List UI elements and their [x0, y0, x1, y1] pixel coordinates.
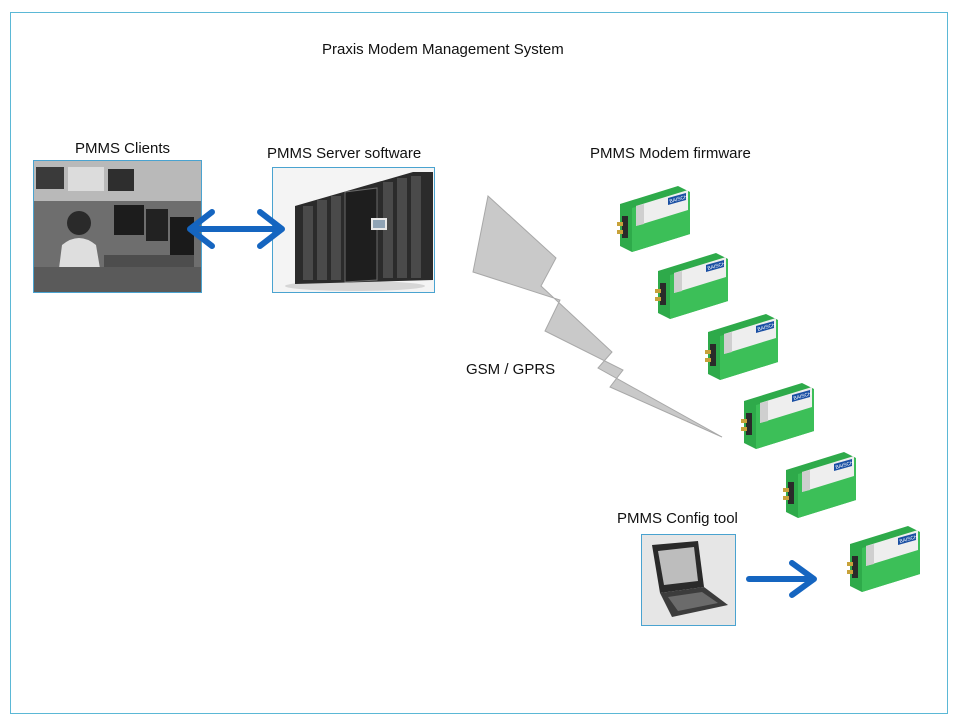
- network-label: GSM / GPRS: [466, 361, 556, 378]
- lightning-bolt-icon: [472, 195, 723, 438]
- laptop-image: [641, 534, 736, 626]
- modem-device-3: [705, 314, 778, 380]
- modem-device-6: [847, 526, 920, 592]
- control-room-image: [33, 160, 202, 293]
- firmware-label: PMMS Modem firmware: [590, 145, 751, 162]
- double-arrow-icon: [187, 209, 285, 249]
- diagram-title: Praxis Modem Management System: [322, 41, 564, 58]
- right-arrow-icon: [746, 560, 817, 598]
- server-rack-image: [272, 167, 435, 293]
- clients-label: PMMS Clients: [75, 140, 171, 157]
- modem-device-1: [617, 186, 690, 252]
- modem-device-4: [741, 383, 814, 449]
- diagram-frame: [10, 12, 948, 714]
- server-label: PMMS Server software: [267, 145, 422, 162]
- modem-device-5: [783, 452, 856, 518]
- modem-device-2: [655, 253, 728, 319]
- config-label: PMMS Config tool: [617, 510, 738, 527]
